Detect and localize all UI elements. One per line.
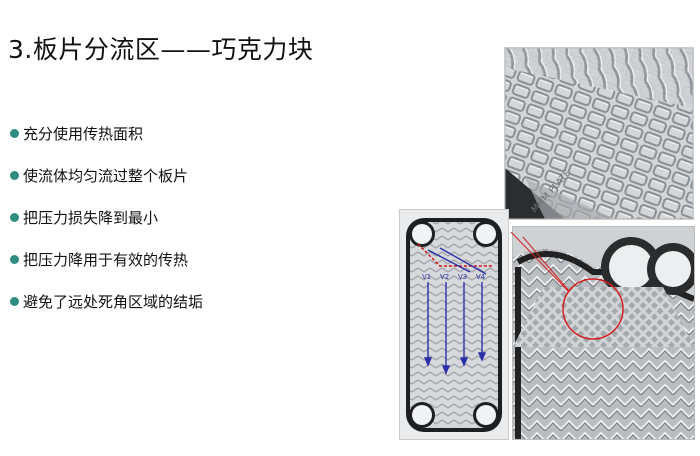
bullet-item: 把压力降用于有效的传热: [10, 238, 370, 280]
bullet-list: 充分使用传热面积 使流体均匀流过整个板片 把压力损失降到最小 把压力降用于有效的…: [10, 112, 370, 322]
flow-arrows: [423, 247, 487, 375]
bullet-item: 把压力损失降到最小: [10, 196, 370, 238]
bullet-dot-icon: [10, 254, 19, 264]
bullet-item: 充分使用传热面积: [10, 112, 370, 154]
flow-label-v2: V2: [440, 273, 449, 281]
distribution-area-closeup-photo: [512, 226, 695, 440]
inlet-arrow: [417, 243, 492, 267]
bullet-dot-icon: [10, 212, 19, 222]
slide-title: 3.板片分流区——巧克力块: [8, 35, 314, 64]
bullet-text: 把压力损失降到最小: [23, 208, 159, 227]
bullet-text: 充分使用传热面积: [23, 124, 144, 143]
bullet-text: 避免了远处死角区域的结垢: [23, 292, 204, 311]
highlight-circle: [562, 278, 624, 340]
bullet-dot-icon: [10, 128, 19, 138]
plate-corrugation-photo: MMM PLATE: [504, 47, 694, 220]
bullet-item: 使流体均匀流过整个板片: [10, 154, 370, 196]
bullet-dot-icon: [10, 170, 19, 180]
bullet-text: 把压力降用于有效的传热: [23, 250, 189, 269]
flow-label-v4: V4: [476, 273, 486, 281]
flow-distribution-diagram: V1 V2 V3 V4: [399, 209, 509, 440]
flow-label-v3: V3: [458, 273, 467, 281]
bullet-item: 避免了远处死角区域的结垢: [10, 280, 370, 322]
bullet-text: 使流体均匀流过整个板片: [23, 166, 189, 185]
bullet-dot-icon: [10, 296, 19, 306]
flow-label-v1: V1: [422, 273, 431, 281]
